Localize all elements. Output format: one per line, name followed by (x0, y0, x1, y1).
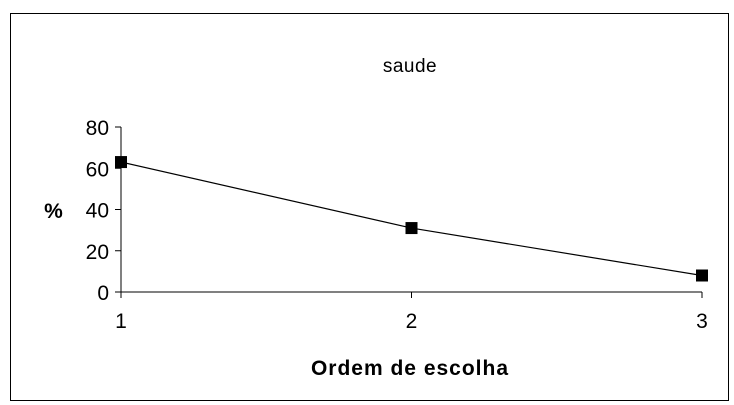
series-line (120, 161, 703, 277)
plot-area (115, 156, 708, 282)
chart-frame (10, 13, 729, 401)
data-point-marker (405, 222, 418, 235)
y-axis-title: % (44, 200, 64, 223)
y-tick-label: 40 (86, 200, 109, 223)
y-tick-label: 80 (86, 117, 109, 140)
x-tick-label: 1 (115, 310, 127, 333)
x-axis-title: Ordem de escolha (311, 357, 509, 380)
data-point-marker (115, 156, 127, 169)
axes: 0 20 40 60 80 1 2 3 (86, 117, 708, 333)
data-point-marker (696, 269, 708, 282)
y-tick-label: 0 (97, 282, 109, 305)
chart-title: saude (383, 56, 437, 77)
x-tick-label: 3 (696, 310, 708, 333)
y-tick-label: 60 (86, 158, 109, 181)
x-tick-label: 2 (406, 310, 418, 333)
y-tick-label: 20 (86, 241, 109, 264)
